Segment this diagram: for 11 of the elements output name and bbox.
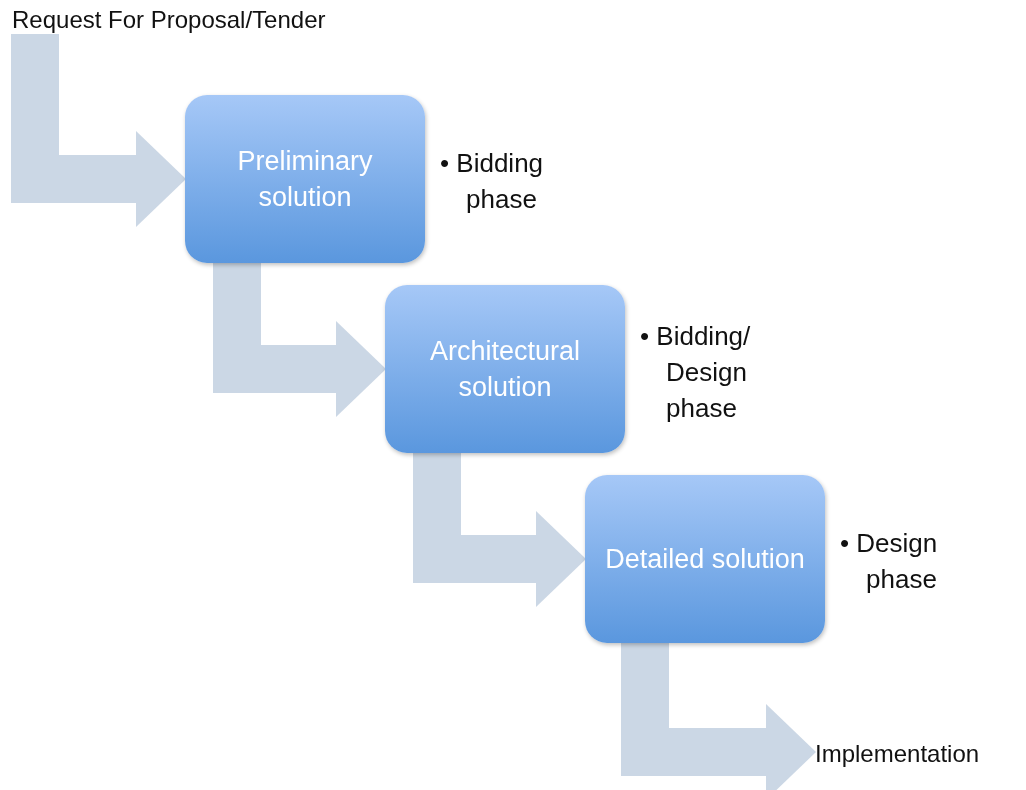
flow-text: Implementation [815,740,980,768]
process-box: Architectural solution [385,285,625,453]
flow-text: Request For Proposal/Tender [12,6,326,34]
phase-bullet-text: • Design phase [840,527,939,596]
bent-block-arrow [213,263,386,417]
phase-bullet-text: • Bidding phase [440,147,545,216]
process-box: Preliminary solution [185,95,425,263]
process-box: Detailed solution [585,475,825,643]
phase-bullet-text: • Bidding/ Design phase [640,320,752,425]
bent-block-arrow [413,453,586,607]
bent-block-arrow [621,643,816,790]
